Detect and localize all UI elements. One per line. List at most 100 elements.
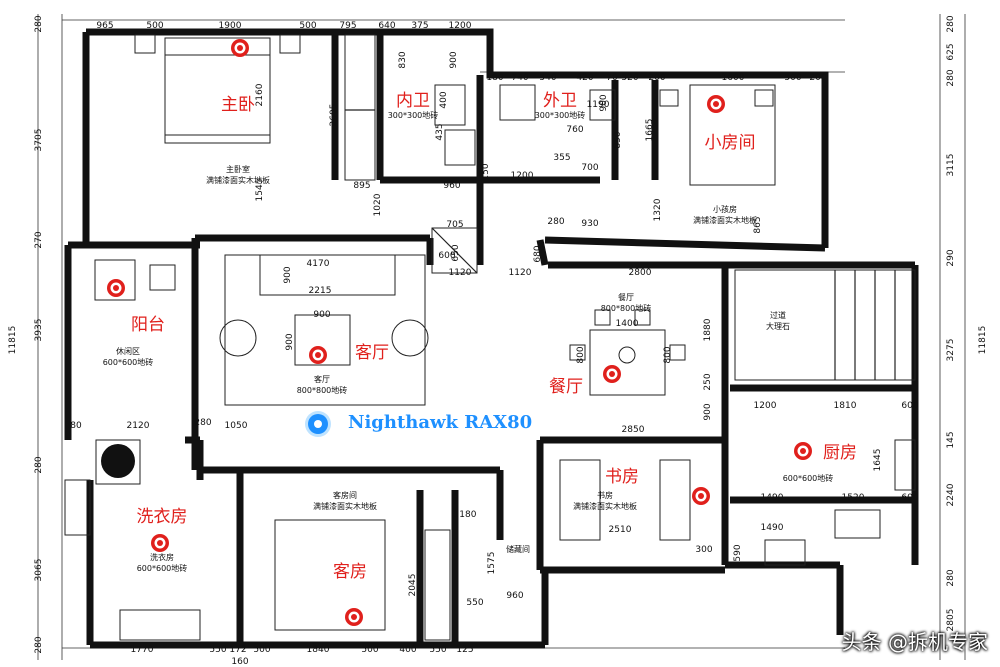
- dim-inner: 2605: [329, 104, 339, 127]
- room-note-laundry: 洗衣房: [150, 552, 174, 562]
- dim-inner: 1490: [761, 523, 784, 533]
- router-label: Nighthawk RAX80: [348, 412, 533, 433]
- dim-top2: 200: [809, 73, 826, 83]
- dim-right: 290: [946, 249, 956, 266]
- room-note2-study: 满铺漆面实木地板: [573, 501, 637, 511]
- dim-inner: 1120: [509, 268, 532, 278]
- dim-bottom: 160: [231, 657, 248, 667]
- dim-right: 3275: [946, 339, 956, 362]
- dim-inner: 800: [576, 346, 586, 363]
- dim-top2: 500: [784, 73, 801, 83]
- room-note-storage: 储藏间: [506, 544, 530, 554]
- room-label-living: 客厅: [355, 343, 389, 363]
- room-note2-guest: 满铺漆面实木地板: [313, 501, 377, 511]
- dim-inner: 2160: [255, 83, 265, 106]
- room-label-master: 主卧: [221, 95, 255, 115]
- room-note-master: 主卧室: [226, 164, 250, 174]
- room-label-guest: 客房: [333, 562, 367, 582]
- dim-top: 965: [96, 21, 113, 31]
- dim-inner: 600: [438, 251, 455, 261]
- dim-inner: 1810: [834, 401, 857, 411]
- dim-inner: 1050: [225, 421, 248, 431]
- room-label-laundry: 洗衣房: [137, 507, 188, 527]
- dim-inner: 850: [613, 131, 623, 148]
- dim-inner: 1020: [373, 193, 383, 216]
- room-label-study: 书房: [605, 467, 639, 487]
- dim-bottom: 550: [429, 645, 446, 655]
- dim-inner: 1120: [449, 268, 472, 278]
- dim-inner: 590: [733, 544, 743, 561]
- dim-bottom: 500: [361, 645, 378, 655]
- room-note-guest: 客房间: [333, 490, 357, 500]
- washing-machine-icon: [101, 444, 135, 478]
- dim-top2: 180: [486, 73, 503, 83]
- dim-inner: 1545: [255, 179, 265, 202]
- dim-top2: 520: [621, 73, 638, 83]
- dim-left: 280: [34, 15, 44, 32]
- marker-center-guest: [351, 614, 357, 620]
- signal-marker-kitchen: [794, 442, 812, 460]
- dim-top2: 420: [576, 73, 593, 83]
- dim-left: 280: [34, 636, 44, 653]
- room-note2-living: 800*800地砖: [297, 385, 348, 395]
- room-note-corridor: 过道: [770, 310, 786, 320]
- dim-inner: 150: [481, 163, 491, 180]
- dim-inner: 900: [313, 310, 330, 320]
- dim-inner: 830: [398, 51, 408, 68]
- signal-marker-balcony: [107, 279, 125, 297]
- dim-right: 625: [946, 43, 956, 60]
- dim-inner: 1190: [587, 100, 610, 110]
- dim-top: 1200: [449, 21, 472, 31]
- dim-inner: 900: [283, 266, 293, 283]
- dim-inner: 900: [449, 51, 459, 68]
- dim-inner: 250: [703, 373, 713, 390]
- dim-inner: 2120: [127, 421, 150, 431]
- dim-bottom: 1770: [131, 645, 154, 655]
- dim-inner: 280: [194, 418, 211, 428]
- room-note-small-room: 小孩房: [713, 204, 737, 214]
- room-note-living: 客厅: [314, 374, 330, 384]
- marker-center-small-room: [713, 101, 719, 107]
- dim-inner: 1200: [511, 171, 534, 181]
- dim-right: 280: [946, 69, 956, 86]
- dim-bottom: 400: [399, 645, 416, 655]
- dim-top: 1900: [219, 21, 242, 31]
- dim-right: 3115: [946, 154, 956, 177]
- router-marker: Nighthawk RAX80: [306, 410, 596, 438]
- marker-center-study: [698, 493, 704, 499]
- dim-inner: 1400: [616, 319, 639, 329]
- dim-bottom: 172: [229, 645, 246, 655]
- dim-inner: 400: [439, 91, 449, 108]
- dim-inner: 1180: [454, 510, 477, 520]
- dim-inner: 1320: [653, 198, 663, 221]
- dim-bottom: 550: [209, 645, 226, 655]
- signal-marker-living: [309, 346, 327, 364]
- room-note-inner-bath: 300*300地砖: [388, 110, 439, 120]
- dim-inner: 550: [466, 598, 483, 608]
- dim-top2: 540: [539, 73, 556, 83]
- dim-bottom: 125: [456, 645, 473, 655]
- dim-inner: 2850: [622, 425, 645, 435]
- room-label-dining: 餐厅: [549, 377, 583, 397]
- signal-marker-guest: [345, 608, 363, 626]
- room-note2-dining: 800*800地砖: [601, 303, 652, 313]
- marker-center-laundry: [157, 540, 163, 546]
- dim-inner: 700: [581, 163, 598, 173]
- dim-top2: 70: [606, 73, 618, 83]
- marker-center-dining: [609, 371, 615, 377]
- dim-inner: 705: [446, 220, 463, 230]
- dim-inner: 900: [285, 333, 295, 350]
- dim-inner: 1520: [842, 493, 865, 503]
- room-note-dining: 餐厅: [618, 293, 634, 302]
- dim-inner: 2045: [408, 574, 418, 597]
- dim-inner: 355: [553, 153, 570, 163]
- room-note-balcony: 休闲区: [116, 346, 140, 356]
- dim-left-total: 11815: [8, 326, 18, 355]
- dim-inner: 2510: [609, 525, 632, 535]
- dim-inner: 960: [506, 591, 523, 601]
- room-note2-master: 满铺漆面实木地板: [206, 175, 270, 185]
- dim-inner: 4170: [307, 259, 330, 269]
